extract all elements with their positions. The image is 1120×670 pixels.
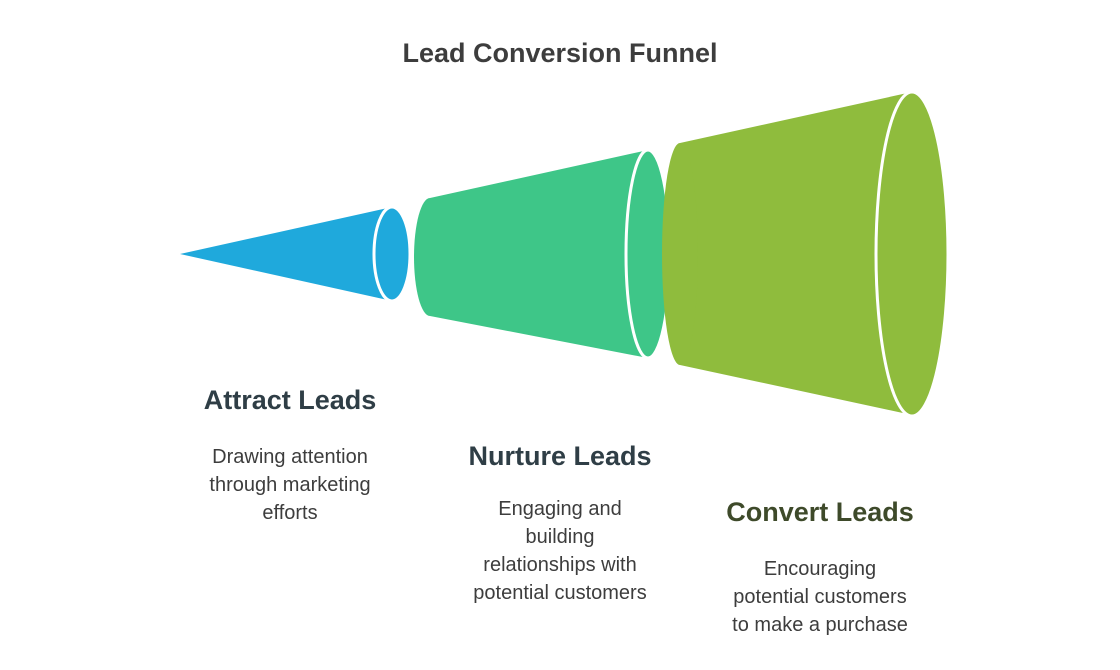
description-line: through marketing xyxy=(209,474,371,496)
description-line: potential customers xyxy=(473,582,647,604)
stage-description-nurture: Engaging and building relationships with… xyxy=(440,495,680,607)
funnel-segment-attract xyxy=(180,205,412,303)
description-line: Drawing attention xyxy=(212,446,368,468)
description-line: potential customers xyxy=(733,586,907,608)
funnel-segment-nurture xyxy=(414,148,672,360)
stage-description-attract: Drawing attention through marketing effo… xyxy=(170,443,410,527)
description-line: relationships with xyxy=(483,554,637,576)
description-line: Encouraging xyxy=(763,558,877,580)
description-line: to make a purchase xyxy=(732,614,908,636)
funnel-segment-convert xyxy=(662,90,950,418)
stage-heading-attract: Attract Leads xyxy=(203,385,377,415)
diagram-title: Lead Conversion Funnel xyxy=(402,38,718,68)
description-line: efforts xyxy=(262,502,318,524)
stage-heading-nurture: Nurture Leads xyxy=(468,441,652,471)
description-line: Engaging and xyxy=(498,498,622,520)
stage-description-convert: Encouraging potential customers to make … xyxy=(690,555,950,639)
stage-heading-convert: Convert Leads xyxy=(726,497,914,527)
description-line: building xyxy=(525,526,595,548)
